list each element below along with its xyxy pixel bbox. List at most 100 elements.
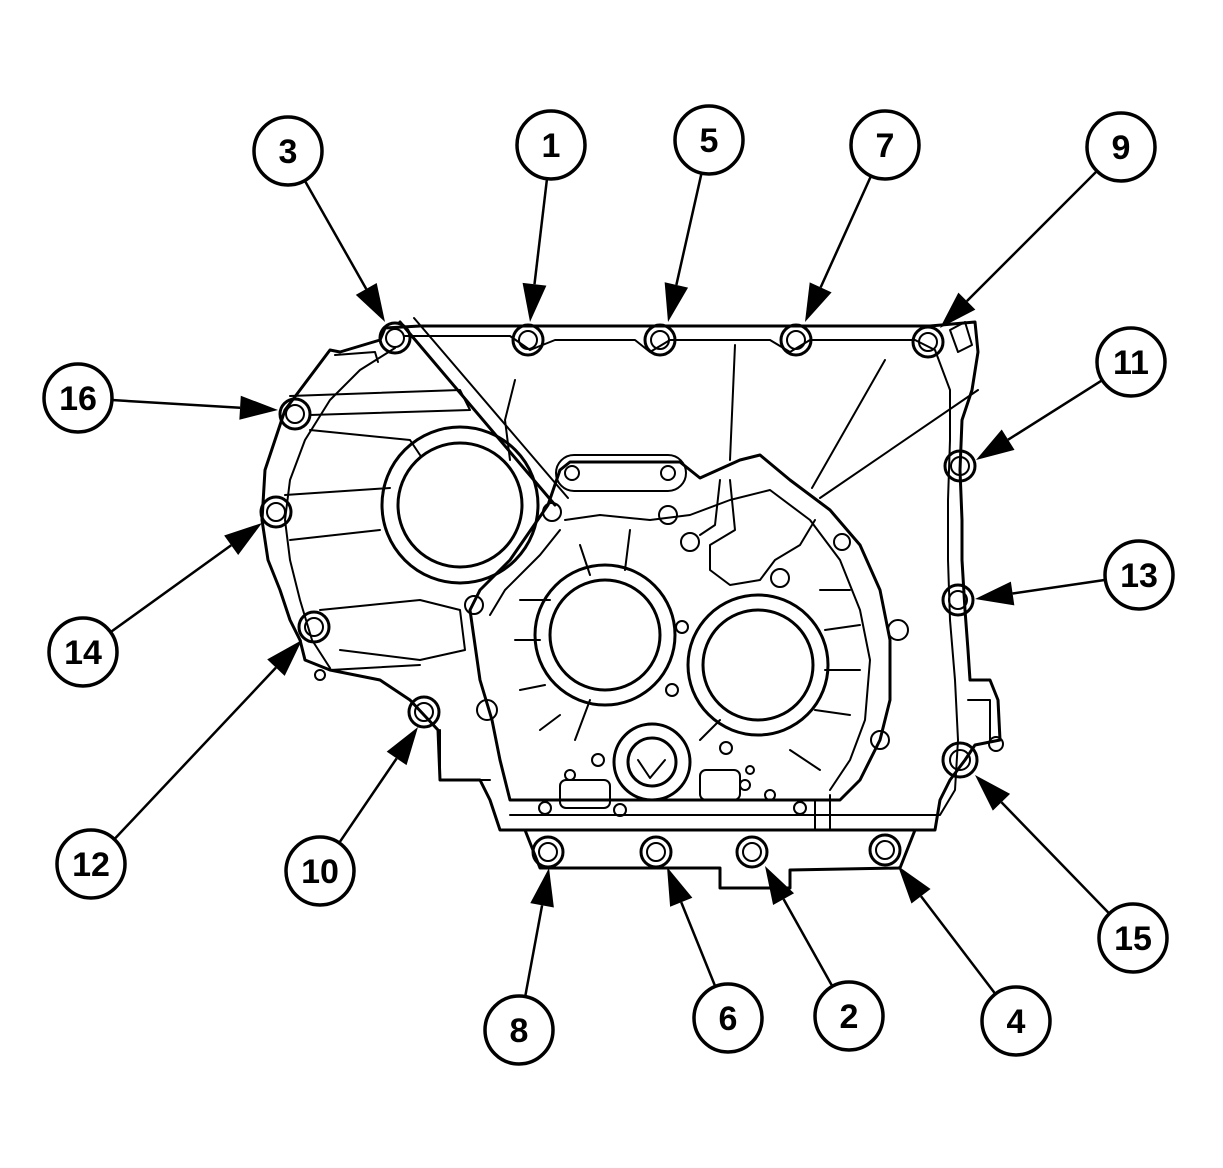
callout-number: 6 [719, 1000, 738, 1038]
leader-line [1007, 379, 1103, 441]
arrowhead [530, 868, 554, 908]
callout-circle [673, 104, 745, 176]
bolt-15 [941, 741, 979, 779]
leader-line [533, 178, 549, 285]
leader-line [819, 175, 873, 288]
callout-number: 13 [1120, 557, 1158, 595]
bolt-heads [259, 321, 979, 869]
callout-number: 15 [1114, 920, 1152, 958]
arrowhead [765, 866, 795, 906]
transaxle-case-housing [260, 317, 1002, 832]
bolt-1 [511, 323, 545, 357]
callout-4: 4 [898, 866, 1052, 1057]
arrowhead [267, 640, 302, 676]
callout-number: 11 [1113, 344, 1149, 382]
arrowhead [355, 283, 385, 322]
callout-number: 4 [1007, 1003, 1026, 1041]
callout-circle [1097, 902, 1169, 974]
arrowhead [224, 523, 262, 555]
arrowhead [975, 581, 1015, 606]
callout-number: 3 [279, 133, 298, 171]
bolt-11 [943, 449, 977, 483]
leader-line [680, 901, 717, 987]
bolt-10 [407, 695, 441, 729]
callout-circle [1085, 111, 1157, 183]
callout-number: 9 [1112, 129, 1131, 167]
callout-circle [849, 109, 921, 181]
callout-number: 8 [510, 1012, 529, 1050]
leader-line [303, 179, 368, 290]
callout-number: 12 [72, 846, 110, 884]
callout-circle [515, 109, 587, 181]
arrowhead [664, 282, 689, 322]
small-holes [314, 321, 1004, 831]
leader-line [1012, 578, 1106, 595]
leader-line [1000, 801, 1111, 915]
callout-3: 3 [252, 115, 385, 322]
callout-circle [42, 362, 114, 434]
callout-circle [1095, 326, 1167, 398]
bolt-8 [531, 835, 565, 869]
leader-line [113, 666, 277, 841]
bolt-2 [735, 835, 769, 869]
arrowhead [522, 282, 547, 322]
callout-8: 8 [483, 868, 555, 1066]
leader-line [965, 170, 1098, 303]
callout-circle [252, 115, 324, 187]
input-shaft-bore [380, 425, 540, 585]
leader-line [111, 398, 241, 409]
bolt-14 [259, 495, 293, 529]
callout-7: 7 [805, 109, 921, 322]
bolt-13 [941, 583, 975, 617]
leader-line [675, 172, 703, 286]
callout-number: 7 [876, 127, 895, 165]
callout-number: 2 [840, 998, 859, 1036]
bolt-9 [911, 325, 945, 359]
callout-circle [284, 835, 356, 907]
bottom-flange [439, 729, 917, 890]
arrowhead [898, 866, 931, 904]
leader-line [920, 895, 997, 995]
callout-number: 10 [301, 853, 339, 891]
bolt-4 [868, 833, 902, 867]
callout-circle [55, 828, 127, 900]
arrowhead [976, 429, 1015, 460]
bolt-12 [297, 610, 331, 644]
callout-number: 14 [64, 634, 102, 672]
bolt-5 [643, 323, 677, 357]
bolt-3 [378, 321, 412, 355]
leader-line [782, 898, 834, 987]
callout-circle [813, 980, 885, 1052]
callout-9: 9 [940, 111, 1157, 328]
callout-circle [980, 985, 1052, 1057]
leader-line [109, 544, 232, 634]
callout-12: 12 [55, 640, 302, 900]
callout-16: 16 [42, 362, 278, 434]
leader-line [338, 757, 398, 844]
callout-13: 13 [975, 539, 1175, 611]
callout-1: 1 [515, 109, 587, 322]
arrowhead [975, 775, 1011, 811]
callout-15: 15 [975, 775, 1169, 974]
callout-10: 10 [284, 727, 418, 907]
callout-circle [483, 994, 555, 1066]
callout-5: 5 [664, 104, 745, 322]
callout-number: 16 [59, 380, 97, 418]
callout-number: 5 [700, 122, 719, 160]
callout-14: 14 [47, 523, 262, 688]
leader-line [523, 905, 544, 997]
bolt-7 [779, 323, 813, 357]
arrowhead [940, 292, 976, 328]
callout-6: 6 [667, 867, 764, 1054]
arrowhead [805, 282, 832, 322]
arrowhead [239, 395, 278, 420]
callout-circle [47, 616, 119, 688]
callout-11: 11 [976, 326, 1167, 460]
callout-number: 1 [542, 127, 561, 165]
callout-circle [692, 982, 764, 1054]
gear-cavity [468, 453, 892, 802]
arrowhead [667, 867, 693, 907]
